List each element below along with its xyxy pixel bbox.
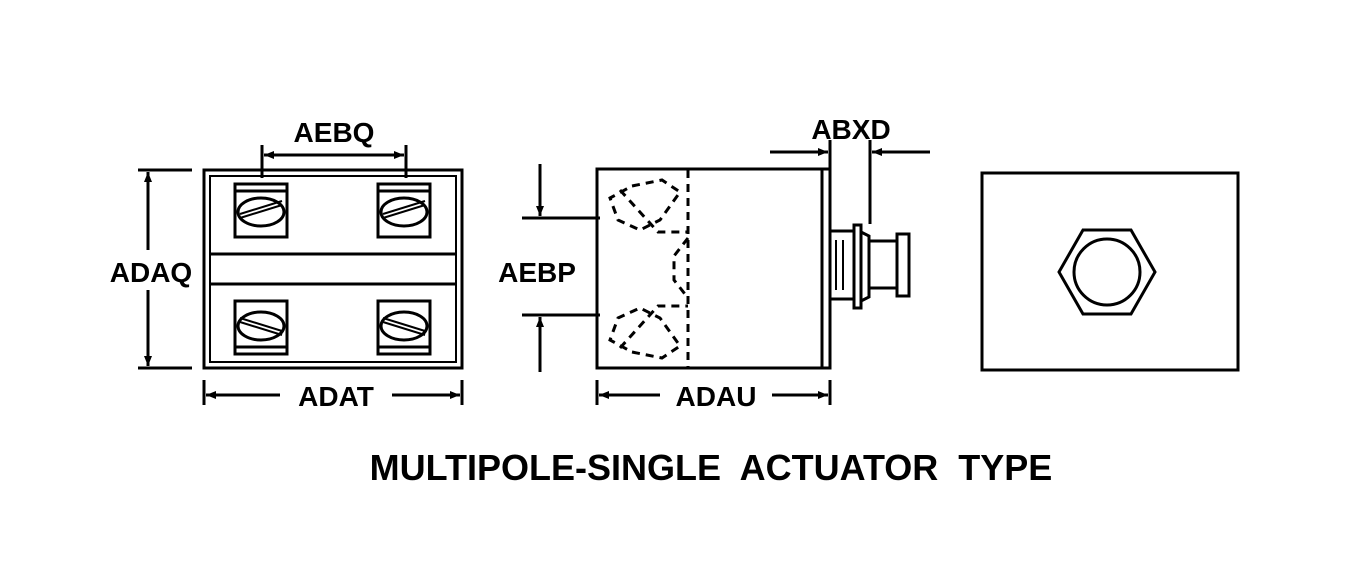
side-view: AEBP ADAU ABXD bbox=[498, 114, 930, 412]
dimension-label-aebp: AEBP bbox=[498, 257, 576, 288]
end-view bbox=[980, 171, 1240, 372]
terminal-screw bbox=[376, 299, 432, 356]
dimension-label-adat: ADAT bbox=[298, 381, 374, 412]
dimension-label-adaq: ADAQ bbox=[110, 257, 192, 288]
dimension-label-abxd: ABXD bbox=[811, 114, 890, 145]
dimension-label-adau: ADAU bbox=[676, 381, 757, 412]
terminal-screw bbox=[233, 299, 289, 356]
internal-contacts bbox=[608, 178, 690, 360]
diagram-title: MULTIPOLE-SINGLE ACTUATOR TYPE bbox=[370, 447, 1053, 488]
actuator-circle bbox=[1072, 237, 1142, 307]
terminal-screw bbox=[376, 182, 432, 239]
dimension-label-aebq: AEBQ bbox=[294, 117, 375, 148]
terminal-screw bbox=[233, 182, 289, 239]
front-view: AEBQ ADAQ ADAT bbox=[110, 117, 464, 412]
actuator-button bbox=[828, 223, 911, 310]
hex-nut bbox=[1057, 228, 1157, 316]
